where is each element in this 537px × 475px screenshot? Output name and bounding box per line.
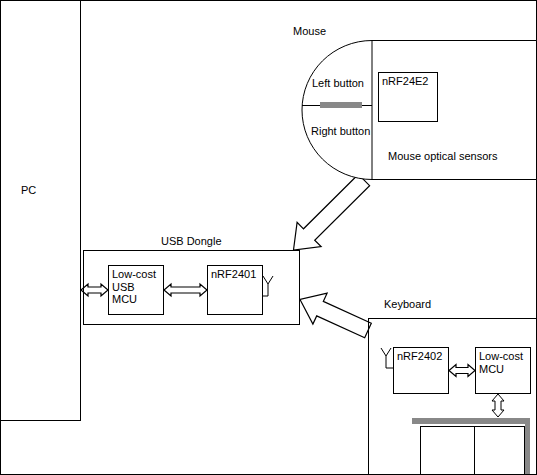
- keyboard-key: [421, 427, 475, 475]
- pc-box: PC: [0, 0, 81, 421]
- box-heading: USB Dongle: [161, 235, 222, 248]
- chip-box: nRF24E2: [378, 72, 438, 122]
- part-label: Left button: [312, 77, 364, 90]
- antenna-symbol: [381, 348, 393, 368]
- hollow-arrow: [294, 174, 370, 250]
- hollow-arrow: [81, 284, 108, 296]
- mouse-outline-path: [302, 41, 537, 180]
- dongle-box: USB DongleLow-cost USB MCUnRF2401: [83, 250, 300, 325]
- part-label: Right button: [311, 125, 370, 138]
- box-label: nRF2402: [394, 348, 448, 365]
- keyboard-frame-band: [412, 418, 530, 475]
- mcu-box: Low-cost MCU: [475, 347, 531, 394]
- scroll-wheel: [320, 102, 362, 108]
- chip-box: nRF2402: [393, 347, 449, 394]
- box-heading: PC: [21, 184, 36, 197]
- antenna-symbol: [262, 276, 273, 296]
- chip-box: nRF2401: [207, 265, 263, 315]
- box-label: Low-cost USB MCU: [109, 266, 163, 308]
- box-label: nRF2401: [208, 266, 262, 283]
- box-label: Low-cost MCU: [476, 348, 530, 377]
- box-heading: Keyboard: [384, 298, 431, 311]
- keyboard-box: KeyboardnRF2402Low-cost MCU: [368, 318, 537, 475]
- mcu-box: Low-cost USB MCU: [108, 265, 164, 315]
- hollow-arrow: [449, 365, 475, 377]
- hollow-arrow: [300, 293, 371, 338]
- keyboard-key: [475, 427, 525, 475]
- part-label: Mouse optical sensors: [388, 150, 497, 163]
- box-label: nRF24E2: [379, 73, 437, 90]
- hollow-arrow: [164, 284, 207, 296]
- box-heading: Mouse: [293, 25, 326, 38]
- keys-double-arrow: [492, 394, 504, 417]
